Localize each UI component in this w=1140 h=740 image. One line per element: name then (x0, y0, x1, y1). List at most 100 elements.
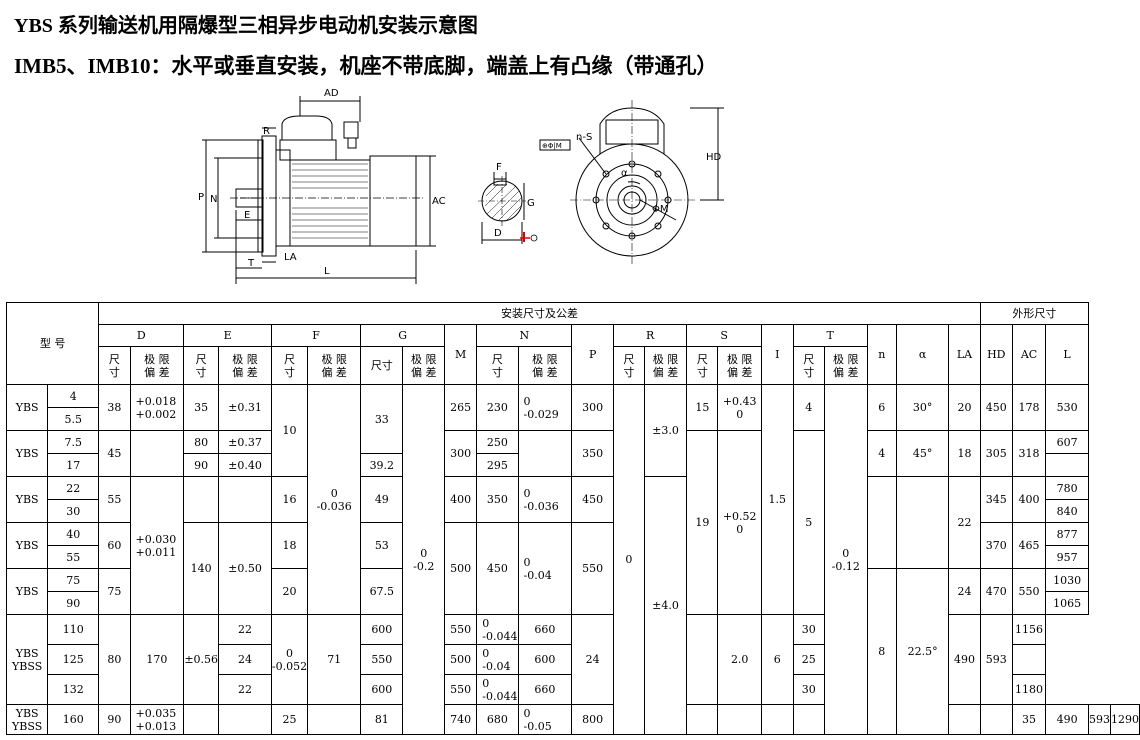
group-d: D (98, 324, 185, 347)
e-cell: 170 (129, 614, 185, 705)
l-cell: 607 (1045, 430, 1089, 454)
label-m: ΦM (652, 204, 669, 215)
e-tol-cell: ±0.50 (218, 522, 272, 615)
g-cell: 49 (360, 476, 404, 523)
group-s: S (686, 324, 762, 347)
label-l: L (324, 266, 330, 277)
la-cell: 22 (948, 476, 981, 569)
e-cell: 140 (183, 522, 220, 615)
g-cell: 39.2 (360, 453, 404, 477)
col-l: L (1045, 324, 1089, 385)
power-cell: 22 (47, 476, 100, 500)
e-tol: 极 限 偏 差 (218, 346, 272, 385)
ac-cell: 400 (1011, 476, 1047, 523)
d-size: 尺 寸 (98, 346, 131, 385)
d-tol-cell: +0.035 +0.013 (129, 704, 185, 735)
hd-cell: 490 (948, 614, 981, 705)
n-count-cell: 4 (866, 430, 897, 477)
hd-cell: 345 (979, 476, 1013, 523)
d-cell: 90 (98, 704, 131, 735)
series-cell: YBS YBSS (5, 704, 49, 735)
p-cell: 600 (517, 644, 573, 675)
l-cell: 877 (1045, 522, 1089, 546)
f-cell: 25 (270, 704, 309, 735)
m-cell: 500 (444, 522, 478, 615)
m-cell: 400 (444, 476, 478, 523)
d-cell: 80 (98, 614, 131, 705)
m-cell: 550 (360, 644, 404, 675)
n-cell: 250 (476, 430, 519, 454)
label-p: P (198, 192, 204, 203)
d-tol: 极 限 偏 差 (129, 346, 185, 385)
label-la: LA (284, 252, 297, 263)
i-cell (760, 704, 794, 735)
e-size: 尺 寸 (183, 346, 220, 385)
label-e: E (244, 210, 250, 221)
ac-cell: 593 (1088, 704, 1111, 735)
e-tol-cell: ±0.56 (183, 614, 220, 705)
m-cell: 740 (444, 704, 478, 735)
l-cell: 1290 (1110, 704, 1140, 735)
p-cell: 350 (571, 430, 614, 477)
label-t: T (247, 258, 255, 269)
power-cell: 160 (47, 704, 100, 735)
p-cell: 660 (517, 674, 573, 705)
e-cell: 80 (183, 430, 220, 454)
g-size: 尺寸 (360, 346, 404, 385)
e-tol-cell: ±0.31 (218, 384, 272, 431)
label-d: D (494, 228, 502, 239)
d-cell: 38 (98, 384, 131, 431)
col-la: LA (948, 324, 981, 385)
alpha-cell (979, 704, 1013, 735)
series-cell: YBS (5, 522, 49, 569)
f-cell: 22 (218, 614, 272, 645)
n-count-cell (866, 476, 897, 569)
d-tol-cell (129, 430, 185, 477)
t-cell: 6 (760, 614, 794, 705)
alpha-cell: 22.5° (895, 568, 950, 735)
col-i: I (760, 324, 794, 385)
g-tol-cell: 0 -0.2 (402, 384, 446, 735)
n-cell: 350 (476, 476, 519, 523)
outer-header: 外形尺寸 (979, 302, 1090, 325)
m-cell: 600 (360, 674, 404, 705)
la-cell: 30 (792, 614, 825, 645)
e-tol-cell (218, 704, 272, 735)
p-cell: 450 (571, 476, 614, 523)
ac-cell: 465 (1011, 522, 1047, 569)
label-ns: n-S (576, 132, 592, 143)
alpha-cell (895, 476, 950, 569)
n-size: 尺 寸 (476, 346, 519, 385)
la-cell: 35 (1011, 704, 1047, 735)
installation-drawing: AD R P N E T LA L AC F G D HD n-S ΦM α ⊕… (198, 88, 724, 284)
g-cell: 53 (360, 522, 404, 569)
n-tol-cell: 0 -0.04 (517, 522, 573, 615)
f-tol-cell: 0 -0.036 (307, 384, 362, 615)
col-p: P (571, 324, 614, 385)
label-ac: AC (432, 196, 446, 207)
col-alpha: α (895, 324, 950, 385)
label-r: R (263, 126, 270, 137)
la-cell: 30 (792, 674, 825, 705)
m-cell: 300 (444, 430, 478, 477)
f-tol-cell: 0 -0.052 (270, 614, 309, 705)
page-title: YBS 系列输送机用隔爆型三相异步电动机安装示意图 (14, 15, 478, 37)
f-size: 尺 寸 (270, 346, 309, 385)
group-r: R (612, 324, 688, 347)
series-cell: YBS (5, 384, 49, 431)
ac-cell: 550 (1011, 568, 1047, 615)
f-cell: 10 (270, 384, 309, 477)
g-cell: 67.5 (360, 568, 404, 615)
power-cell: 75 (47, 568, 100, 592)
r-tol-cell: ±3.0 (643, 384, 688, 477)
e-tol-cell: ±0.40 (218, 453, 272, 477)
d-tol-cell: +0.030 +0.011 (129, 476, 185, 615)
fan-cover (369, 155, 417, 247)
s-tol-cell (686, 614, 719, 705)
l-cell: 780 (1045, 476, 1089, 500)
n-tol-cell (517, 430, 573, 477)
power-cell: 90 (47, 591, 100, 615)
dimension-table: 型 号 安装尺寸及公差 外形尺寸 D E F G M N P R S I T n… (5, 302, 1140, 735)
l-cell (1011, 644, 1047, 675)
e-cell (183, 476, 220, 523)
